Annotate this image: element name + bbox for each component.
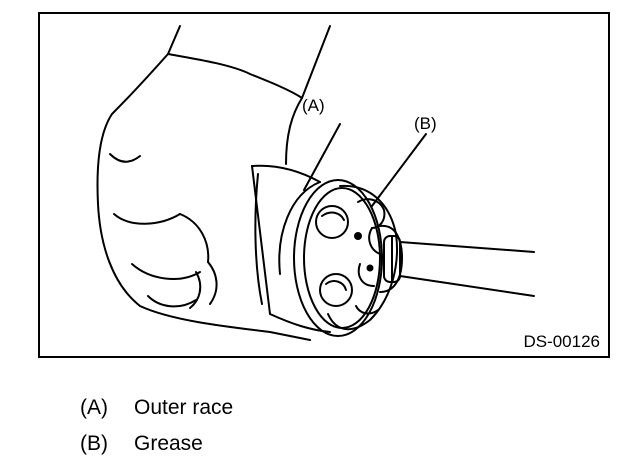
legend-key: (B) — [80, 432, 108, 455]
outer-race-drawing — [251, 164, 383, 337]
figure-code: DS-00126 — [523, 332, 600, 351]
leader-line-a — [303, 123, 341, 191]
leader-line-b — [371, 133, 427, 207]
legend-label: Outer race — [134, 396, 234, 419]
legend-label: Grease — [134, 432, 203, 455]
legend-key: (A) — [80, 396, 108, 419]
callout-b: (B) — [414, 114, 437, 133]
legend-item: (A) Outer race — [80, 390, 233, 426]
callout-a: (A) — [302, 96, 325, 115]
hand-drawing — [96, 25, 331, 341]
cv-joint-illustration — [96, 25, 535, 341]
illustration-frame: (A) (B) DS-00126 — [38, 12, 610, 358]
shaft-drawing — [379, 224, 535, 297]
inner-race-drawing — [315, 184, 398, 330]
legend: (A) Outer race (B) Grease — [80, 390, 233, 462]
legend-item: (B) Grease — [80, 426, 233, 462]
